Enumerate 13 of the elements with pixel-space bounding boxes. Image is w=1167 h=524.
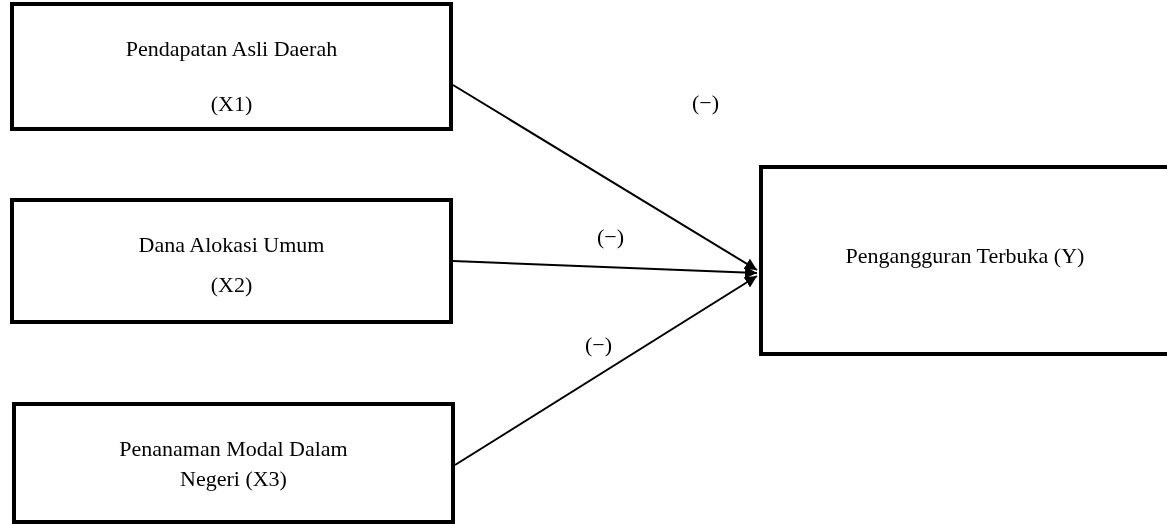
box-text: Pendapatan Asli Daerah: [125, 35, 338, 63]
box-text: Pengangguran Terbuka (Y): [845, 242, 1085, 270]
box-text: (X2): [210, 271, 253, 299]
box-text: Dana Alokasi Umum: [138, 231, 325, 259]
variable-box: [10, 2, 453, 131]
box-text: Penanaman Modal Dalam Negeri (X3): [118, 435, 349, 493]
box-text: (X1): [210, 90, 253, 118]
arrow: [452, 260, 758, 279]
arrow: [454, 275, 758, 466]
arrow: [452, 84, 758, 271]
variable-box: [12, 402, 455, 524]
variable-box: [10, 198, 453, 324]
variable-box: [759, 165, 1167, 356]
